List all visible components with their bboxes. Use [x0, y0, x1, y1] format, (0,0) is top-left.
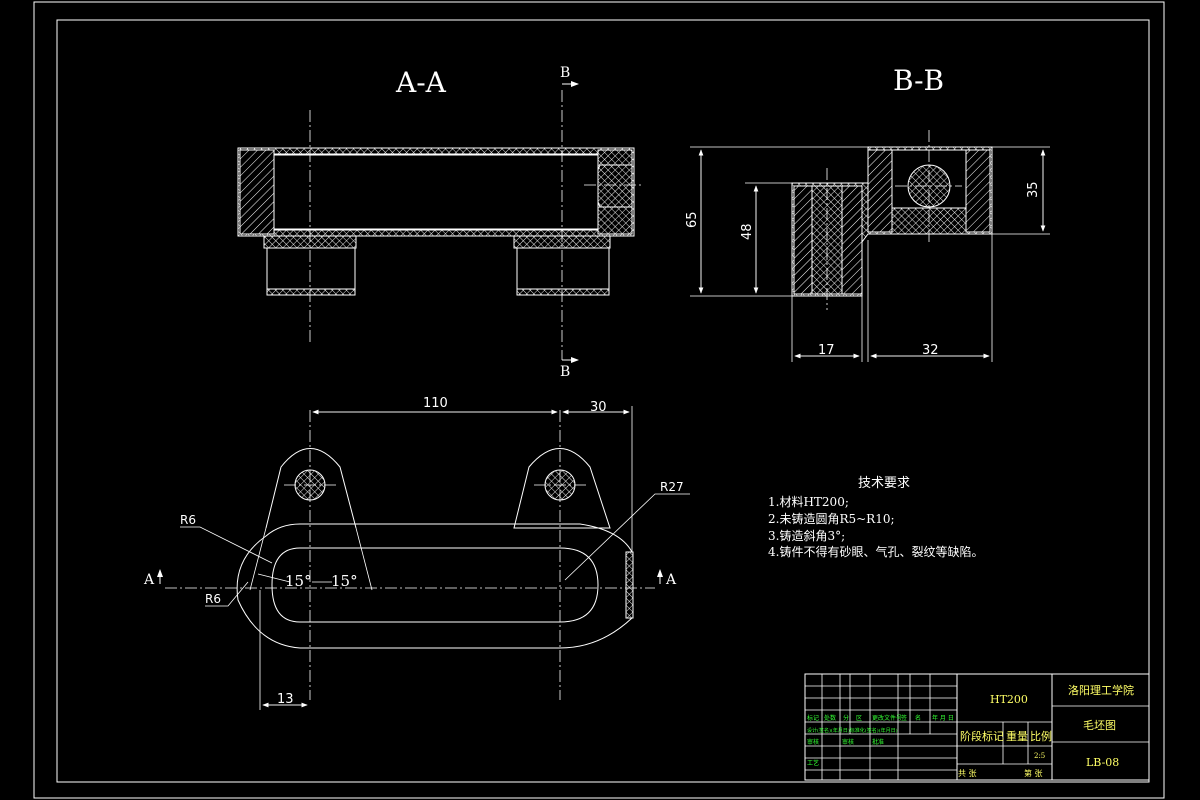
cut-a-left-label: A: [143, 572, 155, 588]
dim-13: 13: [277, 692, 294, 707]
scale-label: 比例: [1030, 729, 1052, 743]
weight-label: 重量: [1006, 729, 1028, 743]
sheet-number: 第 张: [1024, 768, 1043, 778]
tb-header-file: 更改文件号: [872, 714, 902, 722]
process-label: 工艺: [807, 759, 819, 767]
school-name: 洛阳理工学院: [1068, 683, 1134, 697]
top-view: 110 30 13 R6 R6 R27 15° 15° A A: [143, 396, 690, 710]
inner-border: [56, 19, 1150, 783]
drawing-name: 毛坯图: [1083, 719, 1116, 732]
tb-header-mark: 标记: [807, 714, 819, 722]
dim-35: 35: [1026, 181, 1041, 198]
stage-mark-label: 阶段标记: [960, 729, 1004, 743]
angle-right: 15°: [331, 572, 358, 590]
tech-req-item-3: 3.铸造斜角3°;: [768, 528, 845, 543]
tb-header-count: 处数: [824, 714, 836, 722]
section-aa-label: A-A: [395, 66, 447, 99]
tech-req-item-1: 1.材料HT200;: [768, 495, 849, 509]
tb-header-sign: 签: [901, 714, 907, 722]
tb-header-date: 年 月 日: [932, 714, 954, 722]
radius-r27: R27: [660, 480, 684, 494]
review-label: 审核: [807, 738, 819, 746]
tb-header-div: 分: [843, 714, 849, 722]
cut-b-bottom-label: B: [560, 364, 570, 380]
material-text: HT200: [990, 693, 1028, 706]
tech-req-title: 技术要求: [858, 476, 910, 491]
radius-r6-upper: R6: [180, 513, 196, 527]
approve-label: 批准: [872, 738, 884, 746]
dim-48: 48: [740, 223, 755, 240]
section-bb-label: B-B: [893, 64, 944, 97]
section-bb-view: 65 48 35 17 32: [685, 130, 1050, 362]
angle-left: 15°: [285, 572, 312, 590]
dim-30: 30: [590, 400, 607, 415]
tech-req-item-4: 4.铸件不得有砂眼、气孔、裂纹等缺陷。: [768, 544, 983, 559]
tb-header-zone: 区: [856, 715, 862, 722]
design-row: 设计(签名)(年月日)标准化(签名)(年月日): [807, 727, 898, 734]
dim-65: 65: [685, 211, 700, 228]
title-block: HT200 洛阳理工学院 毛坯图 LB-08 阶段标记 重量 比例 2:5 共 …: [804, 673, 1150, 781]
section-aa-view: B B: [237, 65, 642, 380]
sheets-total: 共 张: [958, 769, 977, 778]
dim-110: 110: [423, 396, 448, 411]
drawing-number: LB-08: [1086, 756, 1119, 769]
dim-32: 32: [922, 343, 939, 358]
tech-req-item-2: 2.未铸造圆角R5~R10;: [768, 511, 895, 526]
check-label: 审核: [842, 738, 854, 746]
scale-value: 2:5: [1034, 752, 1045, 760]
radius-r6-lower: R6: [205, 592, 221, 606]
tb-header-name: 名: [915, 714, 921, 722]
outer-border: [33, 1, 1165, 799]
technical-requirements: 技术要求 1.材料HT200; 2.未铸造圆角R5~R10; 3.铸造斜角3°;…: [768, 476, 983, 559]
cut-b-top-label: B: [560, 65, 570, 81]
cut-a-right-label: A: [665, 572, 677, 588]
dim-17: 17: [818, 343, 835, 358]
